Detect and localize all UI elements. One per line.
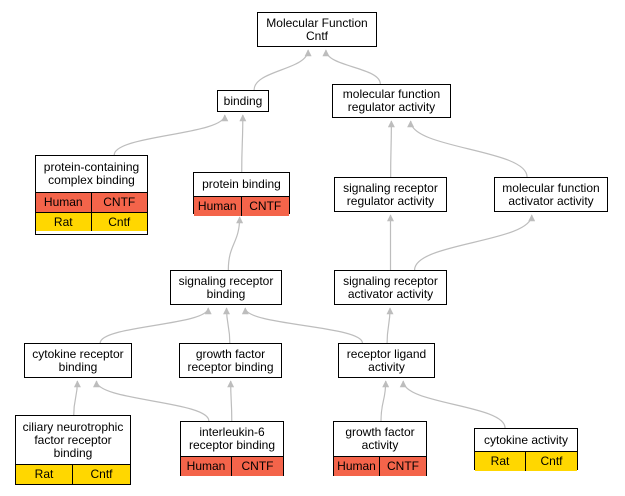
species-cell: Rat [36, 212, 92, 231]
go-term-node-gf-rec-binding[interactable]: growth factor receptor binding [179, 343, 282, 378]
go-term-node-root[interactable]: Molecular Function Cntf [257, 12, 377, 47]
go-term-label: growth factor receptor binding [187, 346, 274, 374]
go-term-node-sig-rec-regulator[interactable]: signaling receptor regulator activity [334, 177, 447, 212]
go-term-label: binding [223, 93, 263, 108]
go-term-label: molecular function regulator activity [342, 87, 441, 114]
go-term-label: interleukin-6 receptor binding [188, 425, 276, 452]
gene-cell: Cntf [73, 465, 130, 484]
go-term-node-cytokine-rec-binding[interactable]: cytokine receptor binding [24, 343, 132, 378]
edge-il6_rec_binding-to-cytokine_rec_binding [93, 380, 210, 422]
go-term-label: molecular function activator activity [502, 180, 600, 208]
go-term-node-binding[interactable]: binding [217, 90, 269, 112]
edge-sig_rec_binding-to-protein_binding [227, 216, 244, 271]
go-term-node-cntf-rec-binding[interactable]: ciliary neurotrophic factor receptor bin… [15, 415, 131, 485]
edge-il6_rec_binding-to-gf_rec_binding [227, 380, 235, 422]
go-term-node-sig-rec-binding[interactable]: signaling receptor binding [170, 270, 282, 305]
species-cell: Rat [475, 452, 526, 471]
go-term-label: signaling receptor activator activity [343, 273, 438, 301]
go-term-node-mf-regulator[interactable]: molecular function regulator activity [332, 84, 451, 118]
gene-cell: CNTF [241, 197, 289, 216]
gene-cell: CNTF [91, 193, 147, 212]
species-cell: Human [334, 457, 380, 476]
edge-cytokine_activity-to-receptor_ligand [399, 380, 506, 429]
species-cell: Human [181, 457, 232, 476]
edge-protein_complex_binding-to-binding [113, 114, 229, 156]
go-term-node-mf-activator[interactable]: molecular function activator activity [494, 177, 608, 212]
go-term-label: ciliary neurotrophic factor receptor bin… [22, 419, 124, 460]
edge-gf_rec_binding-to-sig_rec_binding [223, 307, 231, 344]
edge-protein_binding-to-binding [239, 114, 247, 173]
edge-cntf_rec_binding-to-cytokine_rec_binding [73, 380, 81, 416]
gene-cell: Cntf [526, 452, 577, 471]
edge-mf_activator-to-mf_regulator [407, 120, 528, 178]
edge-receptor_ligand-to-sig_rec_binding [241, 307, 364, 344]
go-term-label: growth factor activity [345, 425, 415, 452]
go-term-node-receptor-ligand[interactable]: receptor ligand activity [338, 343, 435, 378]
go-term-label: signaling receptor binding [178, 273, 274, 301]
edge-sig_rec_regulator-to-mf_regulator [387, 120, 395, 178]
edge-sig_rec_activator-to-mf_activator [413, 214, 536, 271]
gene-cell: CNTF [232, 457, 283, 476]
edge-gf_activity-to-receptor_ligand [380, 380, 390, 422]
go-term-label: cytokine receptor binding [32, 346, 124, 374]
go-term-label: receptor ligand activity [346, 346, 427, 374]
go-term-label: Molecular Function Cntf [266, 15, 368, 43]
gene-cell: Cntf [91, 212, 147, 231]
go-term-label: protein-containing complex binding [43, 160, 140, 187]
edge-receptor_ligand-to-sig_rec_activator [386, 307, 394, 344]
edge-cytokine_rec_binding-to-sig_rec_binding [99, 307, 212, 344]
species-cell: Human [194, 197, 242, 216]
go-term-label: protein binding [202, 177, 281, 191]
go-term-node-sig-rec-activator[interactable]: signaling receptor activator activity [334, 270, 447, 305]
edge-mf_regulator-to-root [322, 49, 381, 85]
species-cell: Human [36, 193, 92, 212]
edge-binding-to-root [253, 49, 312, 91]
species-cell: Rat [16, 465, 73, 484]
gene-cell: CNTF [380, 457, 426, 476]
go-term-label: cytokine activity [483, 432, 569, 447]
go-term-label: signaling receptor regulator activity [343, 180, 438, 208]
